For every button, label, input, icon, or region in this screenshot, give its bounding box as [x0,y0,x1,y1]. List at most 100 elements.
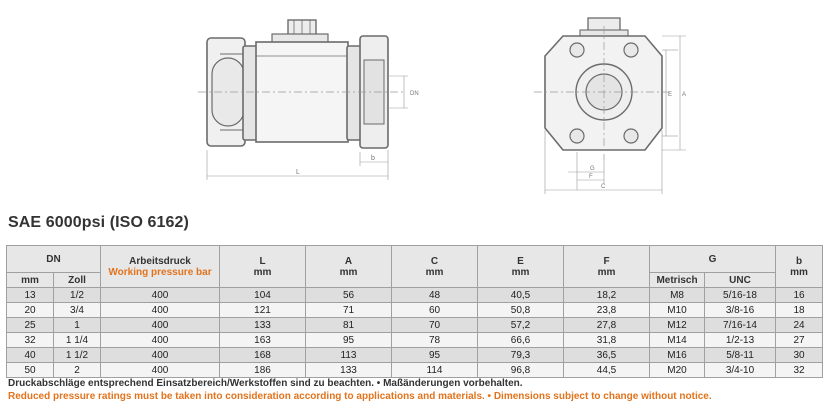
label-G: G [590,166,595,172]
cell-pressure: 400 [100,302,221,318]
cell-A: 81 [305,317,393,333]
table-body: 13 1/2 400 104 56 48 40,5 18,2 M8 5/16-1… [6,287,824,378]
cell-C: 48 [391,287,479,303]
header-C-label: C [430,255,439,267]
header-working-pressure: Working pressure bar [108,266,212,278]
cell-b: 32 [775,362,824,378]
cell-g-unc: 1/2-13 [704,332,777,348]
cell-g-unc: 7/16-14 [704,317,777,333]
cell-L: 163 [219,332,307,348]
note-german: Druckabschläge entsprechend Einsatzberei… [8,378,523,389]
cell-g-unc: 3/4-10 [704,362,777,378]
cell-L: 168 [219,347,307,363]
cell-F: 23,8 [563,302,651,318]
cell-pressure: 400 [100,347,221,363]
cell-E: 57,2 [477,317,565,333]
table-row: 40 1 1/2 400 168 113 95 79,3 36,5 M16 5/… [6,347,824,363]
cell-g-metrisch: M10 [649,302,706,318]
header-L-label: L [259,255,266,267]
cell-dn-zoll: 1/2 [52,287,102,303]
cell-A: 95 [305,332,393,348]
header-b-unit: mm [790,266,808,278]
header-b: b mm [775,245,824,288]
table-row: 13 1/2 400 104 56 48 40,5 18,2 M8 5/16-1… [6,287,824,303]
cell-dn-mm: 32 [6,332,54,348]
cell-C: 78 [391,332,479,348]
header-dn: DN [5,245,102,273]
cell-E: 66,6 [477,332,565,348]
header-dn-zoll: Zoll [52,272,102,288]
label-dn: DN [410,91,419,97]
cell-C: 70 [391,317,479,333]
cell-A: 56 [305,287,393,303]
cell-dn-zoll: 1 1/2 [52,347,102,363]
table-header-row-1: DN Arbeitsdruck Working pressure bar L m… [5,245,824,288]
cell-F: 44,5 [563,362,651,378]
header-E-label: E [517,255,524,267]
cell-C: 60 [391,302,479,318]
header-F-label: F [603,255,610,267]
cell-dn-zoll: 1 1/4 [52,332,102,348]
cell-L: 104 [219,287,307,303]
header-L-unit: mm [253,266,272,278]
cell-A: 113 [305,347,393,363]
valve-side-view [198,19,408,180]
cell-g-metrisch: M8 [649,287,706,303]
header-A: A mm [305,245,393,288]
table-row: 32 1 1/4 400 163 95 78 66,6 31,8 M14 1/2… [6,332,824,348]
label-L: L [296,169,300,176]
cell-g-metrisch: M16 [649,347,706,363]
cell-g-unc: 5/8-11 [704,347,777,363]
cell-dn-mm: 25 [6,317,54,333]
cell-dn-mm: 40 [6,347,54,363]
header-E-unit: mm [511,266,530,278]
header-A-unit: mm [339,266,358,278]
header-g-unc: UNC [704,272,777,288]
cell-L: 121 [219,302,307,318]
cell-C: 114 [391,362,479,378]
header-arbeitsdruck: Arbeitsdruck [129,255,191,267]
table-header-row-2: mm Zoll Metrisch UNC [6,272,823,288]
cell-pressure: 400 [100,362,221,378]
cell-dn-zoll: 3/4 [52,302,102,318]
cell-F: 36,5 [563,347,651,363]
table-row: 25 1 400 133 81 70 57,2 27,8 M12 7/16-14… [6,317,824,333]
page-title: SAE 6000psi (ISO 6162) [8,214,189,231]
cell-F: 18,2 [563,287,651,303]
header-A-label: A [344,255,353,267]
cell-E: 50,8 [477,302,565,318]
cell-g-metrisch: M14 [649,332,706,348]
cell-A: 71 [305,302,393,318]
cell-g-unc: 5/16-18 [704,287,777,303]
cell-g-metrisch: M20 [649,362,706,378]
cell-b: 27 [775,332,824,348]
valve-drawing-svg: L b DN [198,17,686,194]
cell-dn-zoll: 2 [52,362,102,378]
header-E: E mm [477,245,565,288]
valve-front-view [534,17,686,194]
cell-F: 31,8 [563,332,651,348]
cell-dn-mm: 20 [6,302,54,318]
cell-pressure: 400 [100,287,221,303]
header-C-unit: mm [425,266,444,278]
header-C: C mm [391,245,479,288]
cell-pressure: 400 [100,332,221,348]
header-L: L mm [219,245,307,288]
header-b-label: b [795,255,803,267]
header-F-unit: mm [597,266,616,278]
header-g-metrisch: Metrisch [649,272,706,288]
header-F: F mm [563,245,651,288]
specification-table: DN Arbeitsdruck Working pressure bar L m… [5,245,824,378]
header-G: G [649,245,777,273]
cell-b: 16 [775,287,824,303]
cell-E: 96,8 [477,362,565,378]
header-dn-mm: mm [6,272,54,288]
table-row: 50 2 400 186 133 114 96,8 44,5 M20 3/4-1… [6,362,824,378]
label-E: E [668,92,672,98]
table-row: 20 3/4 400 121 71 60 50,8 23,8 M10 3/8-1… [6,302,824,318]
label-C: C [601,184,606,190]
cell-b: 30 [775,347,824,363]
cell-dn-mm: 13 [6,287,54,303]
cell-E: 79,3 [477,347,565,363]
note-english: Reduced pressure ratings must be taken i… [8,391,712,402]
